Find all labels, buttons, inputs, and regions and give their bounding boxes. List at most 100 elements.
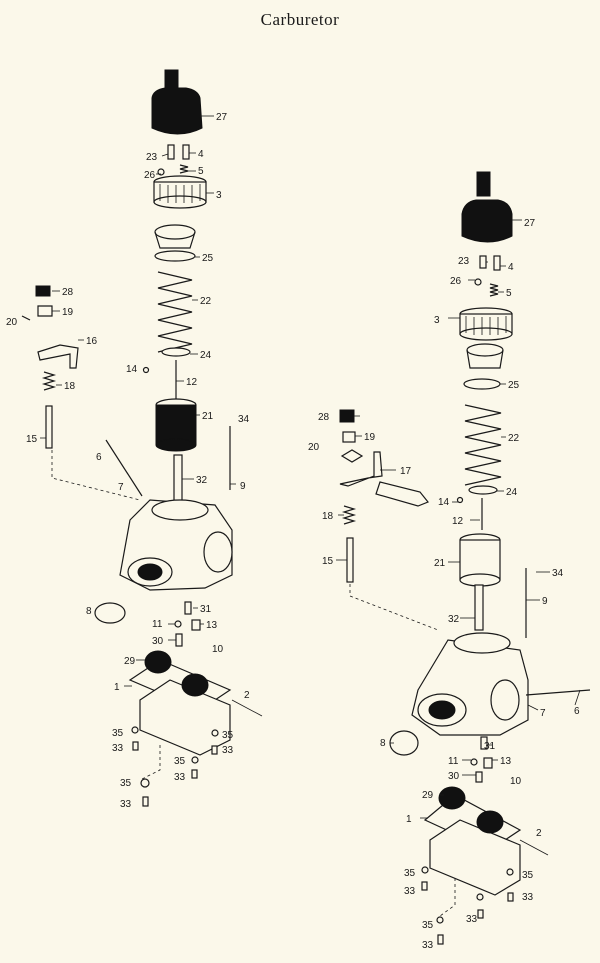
left-callout-33a: 33 [112, 743, 124, 754]
left-callout-24: 24 [200, 350, 212, 361]
right-callout-8: 8 [380, 738, 386, 749]
left-jet-30 [175, 633, 183, 647]
left-lever-16 [37, 344, 79, 369]
right-callout-25: 25 [508, 380, 520, 391]
right-cap-28 [339, 409, 355, 423]
right-callout-19: 19 [364, 432, 376, 443]
right-spring-5 [489, 283, 499, 297]
left-callout-5: 5 [198, 166, 204, 177]
right-plunger-15 [346, 537, 354, 583]
left-slide-top [154, 224, 196, 262]
right-callout-26: 26 [450, 276, 462, 287]
left-clip-24 [161, 347, 191, 357]
right-callout-22: 22 [508, 433, 520, 444]
right-slide-top [463, 343, 504, 390]
left-top-cap [151, 69, 203, 135]
left-oring-8 [94, 602, 126, 624]
right-callout-3: 3 [434, 315, 440, 326]
right-top-cap [461, 171, 513, 243]
left-callout-25: 25 [202, 253, 214, 264]
left-callout-23: 23 [146, 152, 158, 163]
right-callout-33a: 33 [404, 886, 416, 897]
right-callout-33d: 33 [422, 940, 434, 951]
left-plunger-15 [45, 405, 53, 449]
right-assembly [336, 171, 591, 945]
right-callout-32: 32 [448, 614, 460, 625]
right-callout-5: 5 [506, 288, 512, 299]
left-slide-21 [155, 398, 197, 452]
right-screw-4 [493, 255, 501, 271]
left-callout-30: 30 [152, 636, 164, 647]
left-fitting-19 [37, 305, 53, 317]
left-jet-13 [191, 619, 201, 631]
left-callout-7: 7 [118, 482, 124, 493]
right-oring-8 [389, 730, 419, 756]
right-callout-1: 1 [406, 814, 412, 825]
left-callout-33d: 33 [120, 799, 132, 810]
right-callout-6: 6 [574, 706, 580, 717]
right-callout-24: 24 [506, 487, 518, 498]
left-callout-20: 20 [6, 317, 18, 328]
right-callout-33b: 33 [522, 892, 534, 903]
left-callout-2: 2 [244, 690, 250, 701]
right-callout-12: 12 [452, 516, 464, 527]
right-callout-35b: 35 [522, 870, 534, 881]
right-jet-30 [475, 771, 483, 783]
right-callout-20: 20 [308, 442, 320, 453]
left-screw-23 [167, 144, 175, 160]
right-callout-30: 30 [448, 771, 460, 782]
right-washer-26 [474, 278, 482, 286]
left-callout-32: 32 [196, 475, 208, 486]
left-callout-34: 34 [238, 414, 250, 425]
left-callout-21: 21 [202, 411, 214, 422]
right-washer-11 [470, 758, 478, 766]
left-callout-35c: 35 [174, 756, 186, 767]
right-leader-lines [336, 219, 581, 856]
right-callout-35c: 35 [422, 920, 434, 931]
right-callout-34: 34 [552, 568, 564, 579]
right-callout-21: 21 [434, 558, 446, 569]
right-callout-13: 13 [500, 756, 512, 767]
right-callout-10: 10 [510, 776, 522, 787]
left-callout-26: 26 [144, 170, 156, 181]
left-throttle-spring [157, 271, 193, 353]
left-callout-28: 28 [62, 287, 74, 298]
right-callout-28: 28 [318, 412, 330, 423]
right-throttle-spring [464, 404, 502, 486]
right-callout-14: 14 [438, 497, 450, 508]
left-leader-lines [40, 115, 263, 717]
right-lever-17 [339, 451, 429, 507]
right-callout-11: 11 [448, 756, 459, 767]
left-callout-29: 29 [124, 656, 136, 667]
right-clip-24 [468, 485, 498, 495]
left-callout-14: 14 [126, 364, 138, 375]
left-needle-jet-32 [173, 454, 183, 506]
right-float-bowl [423, 786, 522, 896]
right-callout-35a: 35 [404, 868, 416, 879]
right-callout-33c: 33 [466, 914, 478, 925]
left-callout-10: 10 [212, 644, 224, 655]
right-callout-15: 15 [322, 556, 334, 567]
left-callout-31: 31 [200, 604, 212, 615]
right-needle-jet-32 [474, 584, 484, 631]
left-callout-8: 8 [86, 606, 92, 617]
right-screw-23 [479, 255, 487, 269]
left-callout-18: 18 [64, 381, 76, 392]
left-spring-18 [41, 371, 57, 391]
right-jet-13 [483, 757, 493, 769]
left-jet-31 [184, 601, 192, 615]
left-screw-4 [182, 144, 190, 160]
left-callout-33c: 33 [174, 772, 186, 783]
left-callout-1: 1 [114, 682, 120, 693]
right-jet-31 [480, 736, 488, 750]
left-clip-14 [142, 366, 150, 374]
left-callout-35a: 35 [112, 728, 124, 739]
left-callout-16: 16 [86, 336, 98, 347]
left-ring-nut [153, 175, 207, 209]
left-callout-27: 27 [216, 112, 228, 123]
right-callout-23: 23 [458, 256, 470, 267]
